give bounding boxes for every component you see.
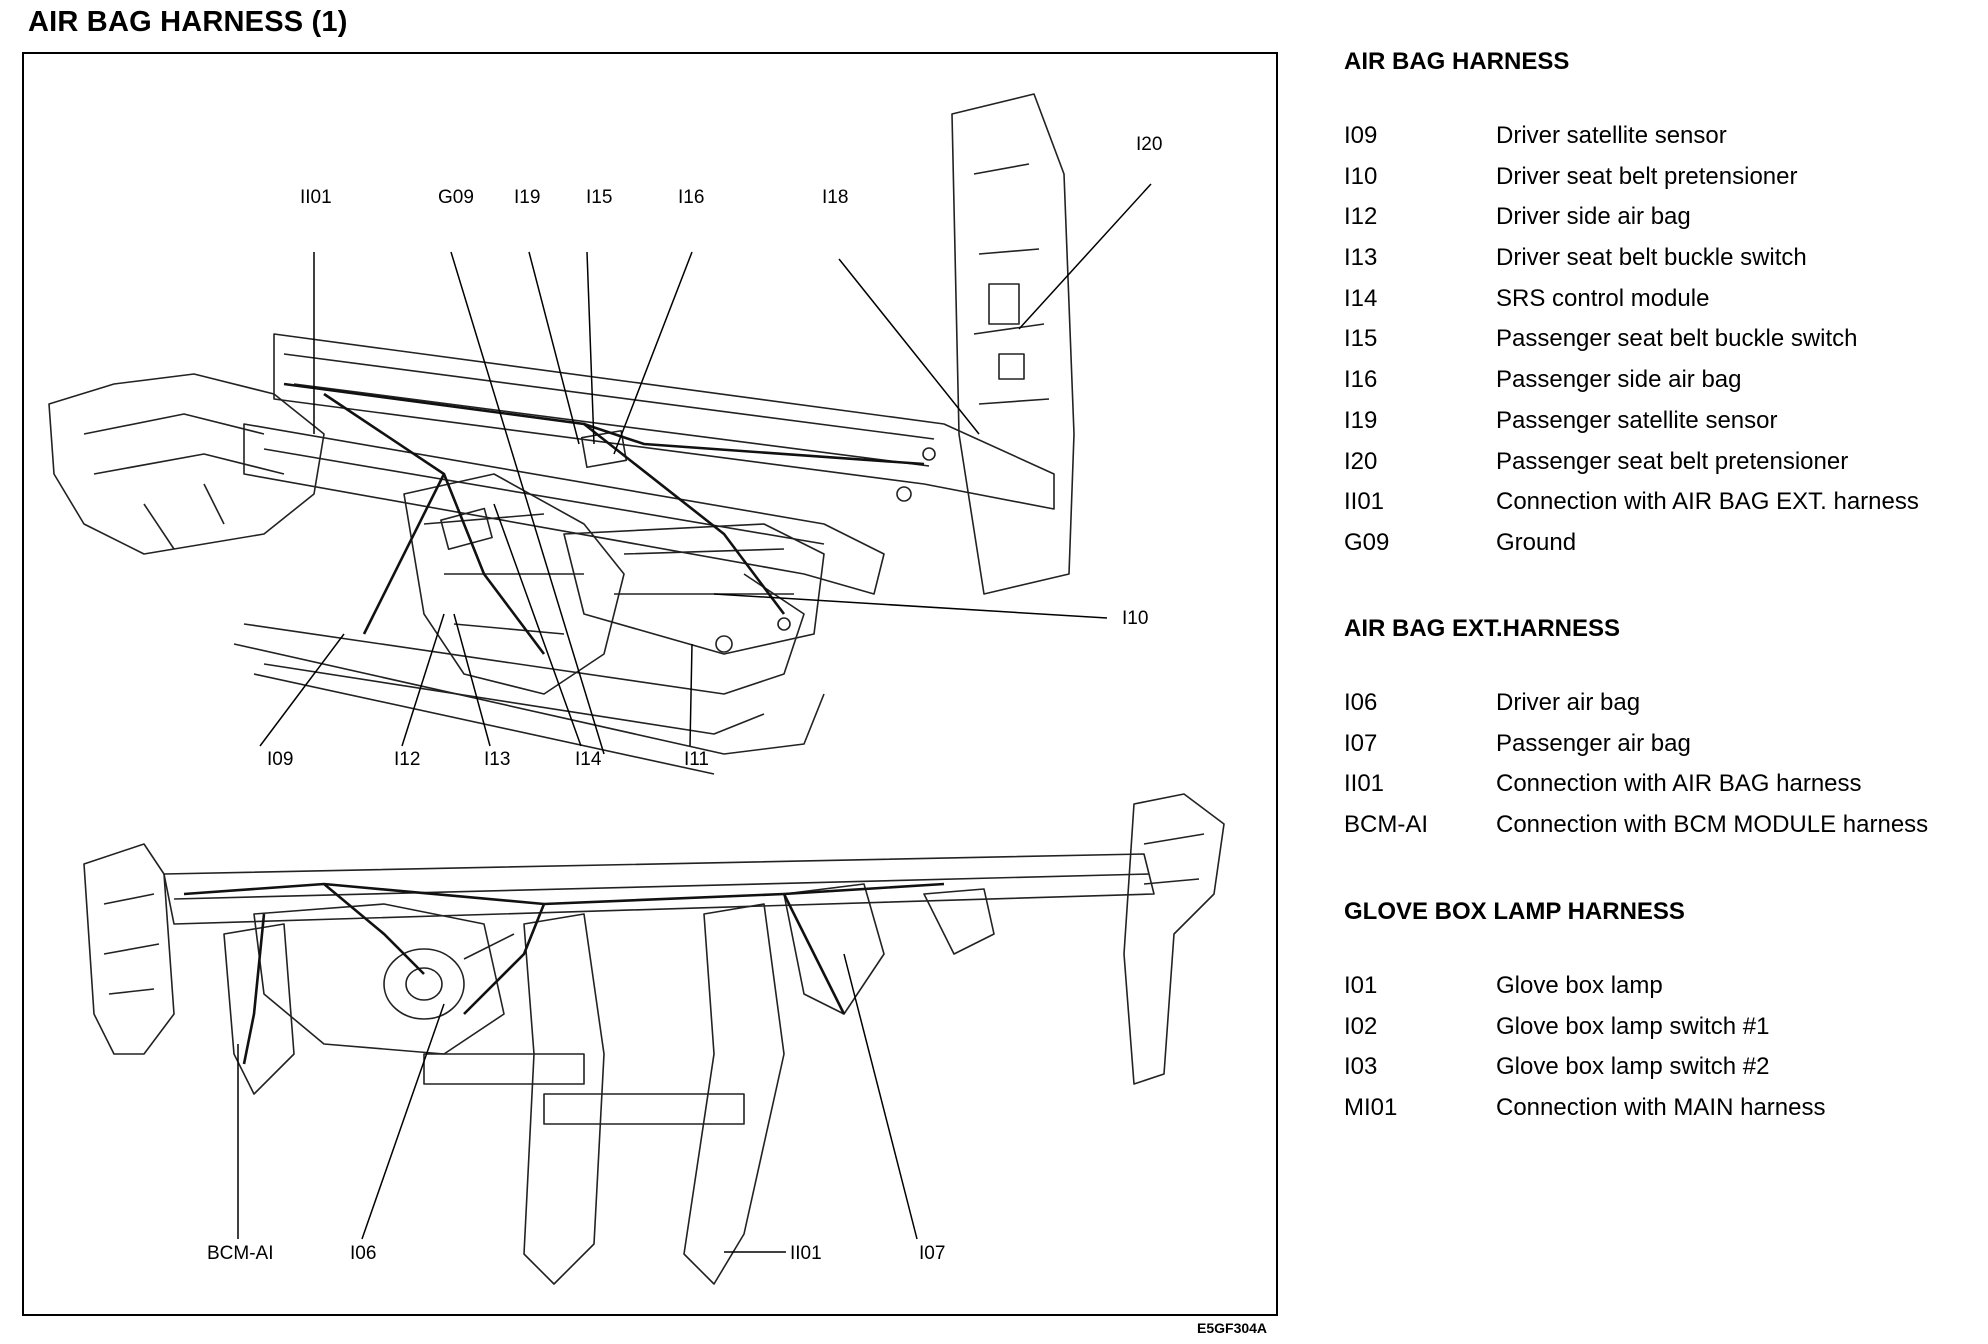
figure-code: E5GF304A xyxy=(1197,1320,1268,1336)
legend-desc: Driver seat belt pretensioner xyxy=(1496,162,1798,190)
legend-code: II01 xyxy=(1344,770,1385,798)
callout-i10: I10 xyxy=(1122,608,1149,629)
callout-ii01-bottom: II01 xyxy=(790,1243,822,1264)
callout-i14: I14 xyxy=(575,749,602,770)
legend-row: I01 Glove box lamp xyxy=(1344,974,1984,1015)
legend-code: I20 xyxy=(1344,447,1378,475)
legend-row: I14 SRS control module xyxy=(1344,284,1984,328)
legend-row: I03 Glove box lamp switch #2 xyxy=(1344,1055,1984,1096)
legend-desc: Driver satellite sensor xyxy=(1496,122,1727,149)
legend-row: I02 Glove box lamp switch #1 xyxy=(1344,1012,1984,1056)
legend-heading: AIR BAG HARNESS xyxy=(1344,48,1570,75)
callout-i19: I19 xyxy=(514,187,541,208)
legend-code: II01 xyxy=(1344,488,1385,516)
legend-row: II01 Connection with AIR BAG harness xyxy=(1344,772,1984,813)
legend-desc: Glove box lamp switch #2 xyxy=(1496,1053,1770,1081)
legend-desc: Passenger satellite sensor xyxy=(1496,406,1778,434)
legend-code: I15 xyxy=(1344,325,1378,353)
legend-row: I06 Driver air bag xyxy=(1344,691,1984,732)
legend-code: G09 xyxy=(1344,528,1390,556)
callout-i20: I20 xyxy=(1136,134,1163,155)
legend-desc: Driver air bag xyxy=(1496,689,1641,716)
callout-i15: I15 xyxy=(586,187,613,208)
legend-heading: AIR BAG EXT.HARNESS xyxy=(1344,615,1621,642)
callout-i13: I13 xyxy=(484,749,511,770)
floor-assembly-drawing xyxy=(48,93,1075,775)
callout-i07: I07 xyxy=(919,1243,946,1264)
legend-desc: Passenger seat belt pretensioner xyxy=(1496,447,1849,475)
legend-row: I12 Driver side air bag xyxy=(1344,205,1984,246)
legend-code: I12 xyxy=(1344,203,1378,231)
legend-heading: GLOVE BOX LAMP HARNESS xyxy=(1344,898,1685,925)
legend-code: I14 xyxy=(1344,284,1378,312)
legend-desc: Connection with AIR BAG EXT. harness xyxy=(1496,488,1919,516)
legend-desc: Driver seat belt buckle switch xyxy=(1496,244,1807,272)
legend-row: I15 Passenger seat belt buckle switch xyxy=(1344,327,1984,368)
legend-desc: Glove box lamp switch #1 xyxy=(1496,1012,1770,1040)
legend-desc: Glove box lamp xyxy=(1496,972,1663,999)
legend-code: MI01 xyxy=(1344,1094,1398,1122)
legend-code: I13 xyxy=(1344,244,1378,272)
legend-code: I03 xyxy=(1344,1053,1378,1081)
legend-desc: Connection with AIR BAG harness xyxy=(1496,770,1862,798)
legend-code: I07 xyxy=(1344,729,1378,757)
legend-code: BCM-AI xyxy=(1344,811,1428,839)
callout-i16: I16 xyxy=(678,187,705,208)
legend-row: I07 Passenger air bag xyxy=(1344,729,1984,773)
callout-i12: I12 xyxy=(394,749,421,770)
legend-row: I13 Driver seat belt buckle switch xyxy=(1344,246,1984,287)
legend-code: I06 xyxy=(1344,689,1378,716)
legend-row: I10 Driver seat belt pretensioner xyxy=(1344,162,1984,206)
legend-code: I10 xyxy=(1344,162,1378,190)
legend-row: BCM-AI Connection with BCM MODULE harness xyxy=(1344,813,1984,854)
callout-bcm-ai: BCM-AI xyxy=(207,1243,274,1264)
legend-row: I20 Passenger seat belt pretensioner xyxy=(1344,447,1984,491)
callout-i11: I11 xyxy=(684,749,710,770)
legend-row: I09 Driver satellite sensor xyxy=(1344,124,1984,165)
legend-code: I16 xyxy=(1344,366,1378,394)
legend-row: G09 Ground xyxy=(1344,528,1984,572)
callout-i09: I09 xyxy=(267,749,294,770)
legend-code: I09 xyxy=(1344,122,1378,149)
callout-g09: G09 xyxy=(438,187,474,208)
legend-row: MI01 Connection with MAIN harness xyxy=(1344,1096,1984,1137)
legend-desc: SRS control module xyxy=(1496,284,1710,312)
callout-ii01-top: II01 xyxy=(300,187,332,208)
legend-desc: Passenger air bag xyxy=(1496,729,1691,757)
legend-desc: Ground xyxy=(1496,528,1577,556)
callout-i18: I18 xyxy=(822,187,849,208)
page-title: AIR BAG HARNESS (1) xyxy=(28,6,348,38)
legend-code: I02 xyxy=(1344,1012,1378,1040)
legend-desc: Connection with BCM MODULE harness xyxy=(1496,811,1929,839)
legend-desc: Connection with MAIN harness xyxy=(1496,1094,1826,1122)
legend-row: I19 Passenger satellite sensor xyxy=(1344,406,1984,450)
legend-code: I01 xyxy=(1344,972,1378,999)
callout-i06: I06 xyxy=(350,1243,377,1264)
diagram-frame: I20 II01 G09 I19 I15 I16 I18 I10 I09 I12… xyxy=(22,52,1278,1316)
dashboard-harness-wires xyxy=(183,882,945,1065)
legend-row: I16 Passenger side air bag xyxy=(1344,368,1984,409)
leader-lines xyxy=(237,183,1152,1253)
legend-row: II01 Connection with AIR BAG EXT. harness xyxy=(1344,490,1984,531)
legend-desc: Passenger seat belt buckle switch xyxy=(1496,325,1858,353)
floor-harness-wires xyxy=(283,382,925,655)
legend-desc: Driver side air bag xyxy=(1496,203,1691,231)
legend-rows: I06 Driver air bag I07 Passenger air bag I… xyxy=(1344,691,1984,854)
legend-desc: Passenger side air bag xyxy=(1496,366,1742,394)
harness-illustration xyxy=(48,93,1225,1285)
dashboard-assembly-drawing xyxy=(83,793,1225,1285)
legend-code: I19 xyxy=(1344,406,1378,434)
